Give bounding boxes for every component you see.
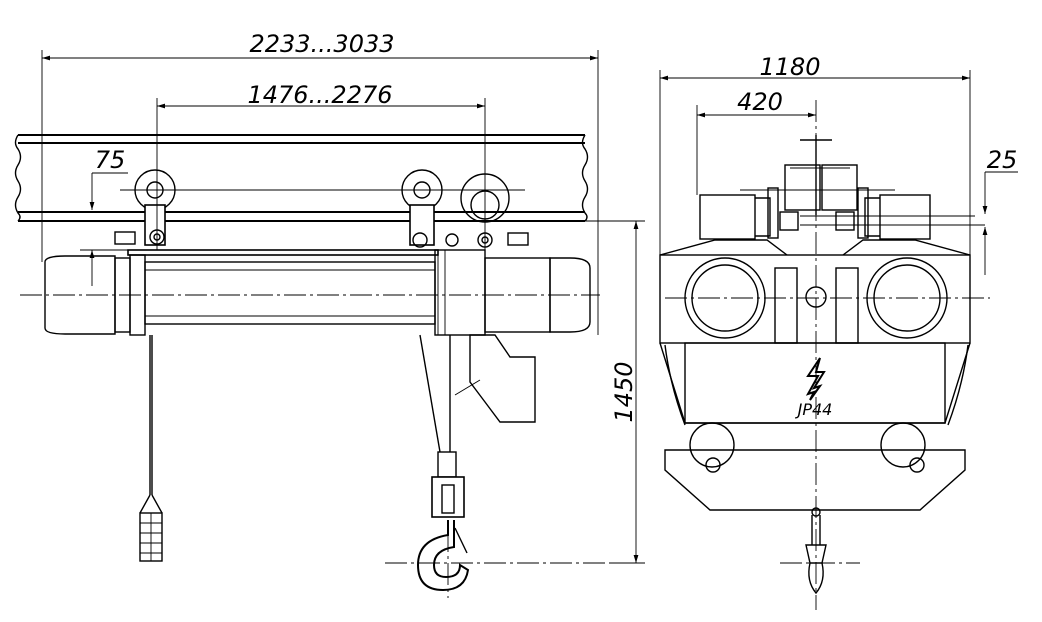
trolley-rollers: [699, 135, 931, 240]
dim-rail-gap-label: 25: [987, 146, 1018, 174]
dim-overall-length: [41, 50, 599, 335]
hook-block: [385, 334, 610, 598]
dim-height: [585, 220, 645, 564]
dim-overall-width-label: 1180: [759, 53, 820, 81]
pendant-control: [139, 335, 163, 562]
dim-rail-gap: [982, 171, 1018, 275]
dim-half-width: [696, 105, 816, 195]
dim-rail-offset: [80, 172, 128, 286]
dim-half-width-label: 420: [737, 88, 783, 116]
trolley-wheel-middle: [401, 169, 459, 248]
dim-rail-offset-label: 75: [95, 146, 126, 174]
trolley-wheel-left: [114, 169, 176, 246]
side-view: 2233...3033 1476...2276 75 1450: [14, 30, 645, 598]
front-view: JP44 1180 420: [659, 53, 1018, 610]
dim-overall-length-label: 2233...3033: [249, 30, 394, 58]
trolley-frame: [659, 211, 985, 256]
dim-overall-width: [659, 70, 971, 255]
dim-height-label: 1450: [610, 361, 638, 422]
dim-wheelbase: [156, 98, 486, 250]
protection-rating-label: JP44: [795, 400, 833, 419]
hoist-housing: [659, 100, 990, 610]
dim-wheelbase-label: 1476...2276: [247, 81, 392, 109]
hook-plate: [664, 449, 966, 595]
control-panel: [454, 334, 536, 423]
trolley-wheel-right: [460, 173, 529, 248]
motor-section: [659, 342, 971, 468]
hoist-body: [20, 249, 600, 336]
